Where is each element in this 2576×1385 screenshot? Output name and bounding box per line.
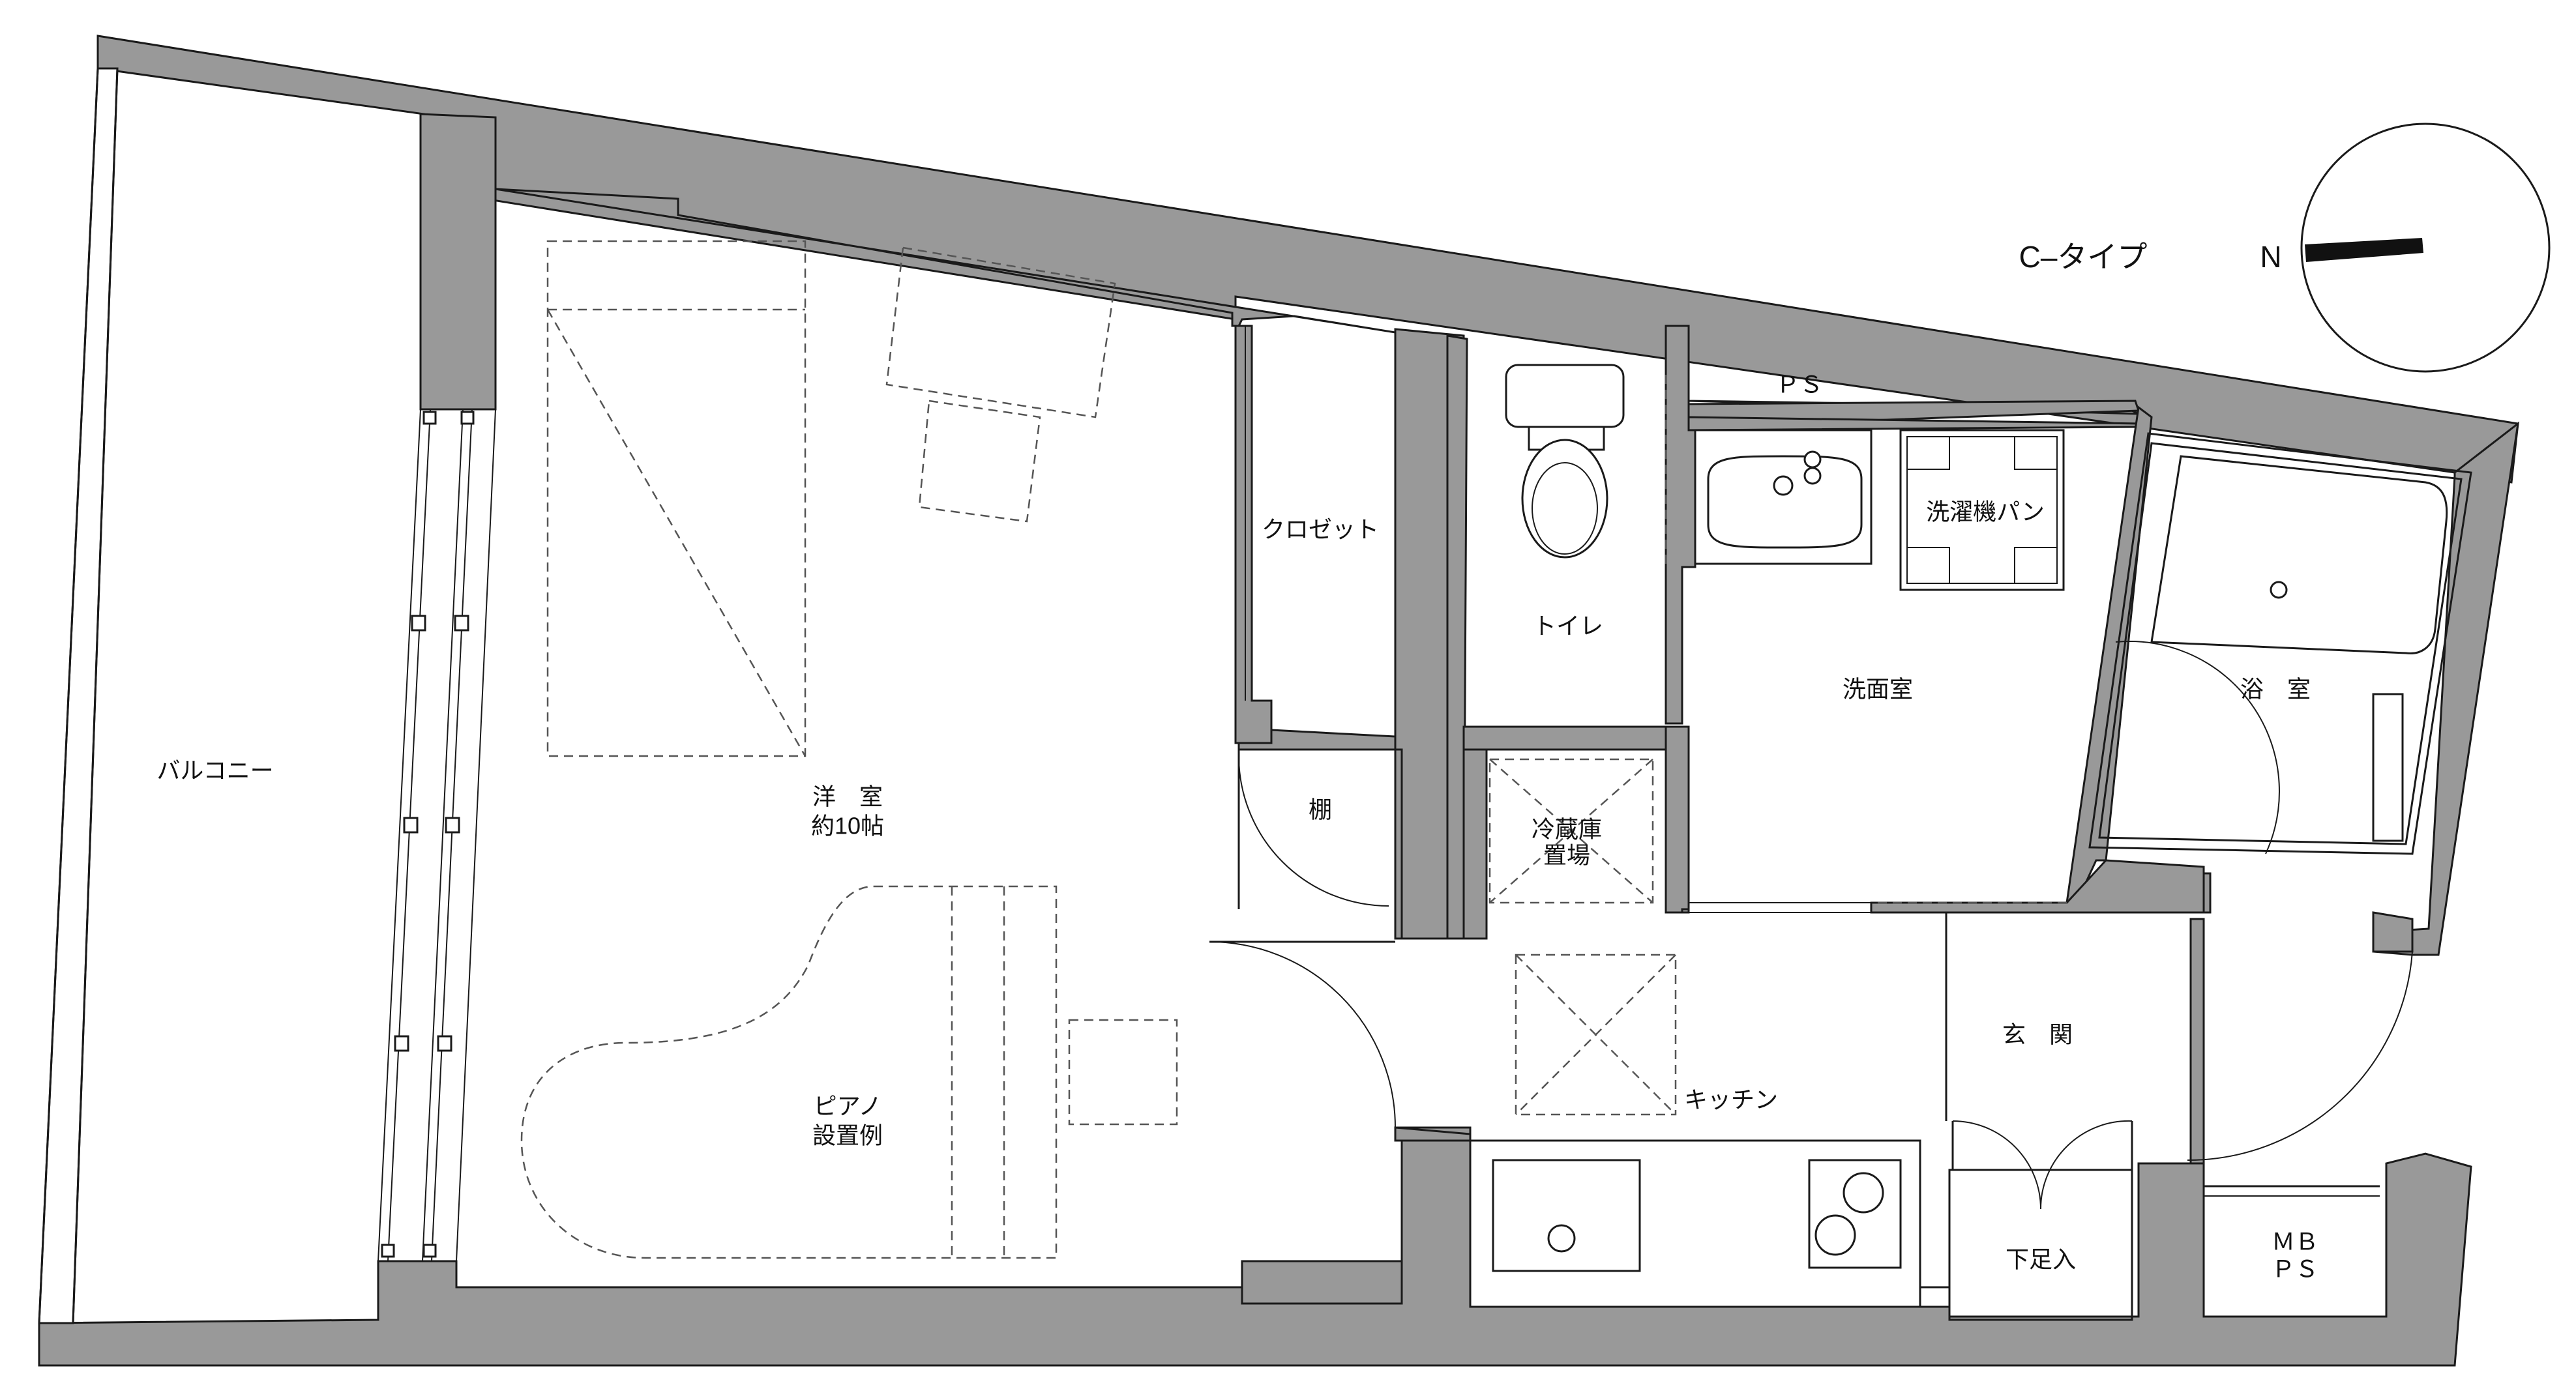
fridge-place-label: 置場 — [1543, 842, 1590, 869]
type-label: C–タイプ — [2019, 240, 2148, 274]
mb-label: ＭＢ — [2272, 1229, 2318, 1255]
western-room-size: 約10帖 — [811, 813, 884, 839]
piano-note: 設置例 — [812, 1122, 883, 1149]
compass: N — [2260, 123, 2551, 373]
labels: C–タイプ バルコニー 洋 室 約10帖 ピアノ 設置例 クロゼット 棚 トイレ… — [156, 240, 2318, 1282]
fridge-label: 冷蔵庫 — [1532, 816, 1602, 843]
interior-walls-main — [495, 188, 2414, 1305]
piano-label: ピアノ — [814, 1093, 882, 1120]
washroom-label: 洗面室 — [1843, 676, 1913, 703]
outer-walls — [38, 35, 2520, 1367]
entrance-label: 玄 関 — [2002, 1021, 2073, 1048]
balcony-label: バルコニー — [156, 757, 273, 784]
toilet-fixture — [1505, 364, 1625, 559]
washroom-fixtures — [1694, 429, 2065, 591]
toilet-label: トイレ — [1533, 613, 1603, 639]
doors — [1209, 326, 2414, 1321]
closet-label: クロゼット — [1262, 516, 1379, 543]
shelf-label: 棚 — [1309, 796, 1332, 823]
furniture-layout — [520, 240, 1178, 1259]
ps2-label: ＰＳ — [2272, 1256, 2318, 1283]
balcony — [38, 68, 496, 1324]
kitchen-label: キッチン — [1684, 1086, 1778, 1113]
bathroom-label: 浴 室 — [2240, 676, 2311, 703]
ps-label: ＰＳ — [1776, 372, 1823, 398]
kitchen-fixtures — [1469, 758, 2380, 1317]
compass-letter: N — [2260, 240, 2281, 274]
shoe-box-label: 下足入 — [2006, 1246, 2076, 1273]
washer-pan-label: 洗濯機パン — [1926, 499, 2045, 525]
western-room-label: 洋 室 — [812, 783, 883, 810]
bathtub — [2088, 432, 2472, 855]
